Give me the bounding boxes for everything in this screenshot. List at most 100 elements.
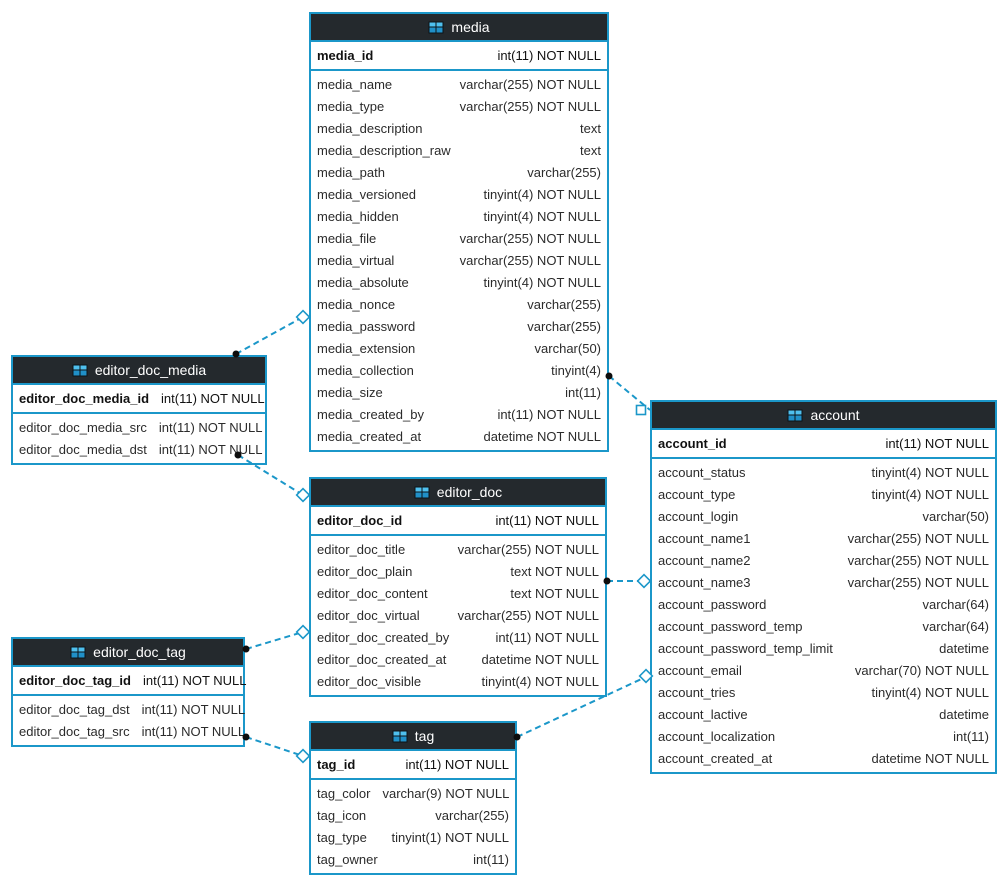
column-name: editor_doc_tag_dst (19, 701, 130, 717)
column-type: int(11) NOT NULL (161, 391, 265, 406)
column-type: text (580, 120, 601, 136)
column-name: editor_doc_content (317, 585, 428, 601)
table-name: editor_doc_tag (93, 644, 186, 660)
table-header[interactable]: tag (311, 723, 515, 751)
column-type: varchar(255) NOT NULL (457, 541, 599, 557)
table-editor-doc-media[interactable]: editor_doc_media editor_doc_media_id int(1… (11, 355, 267, 465)
pk-column-row[interactable]: editor_doc_media_id int(11) NOT NULL (13, 385, 265, 414)
column-name: editor_doc_media_id (19, 391, 150, 406)
table-header[interactable]: editor_doc (311, 479, 605, 507)
column-name: tag_owner (317, 851, 378, 867)
column-row[interactable]: editor_doc_tag_dst int(11) NOT NULL (13, 698, 246, 720)
column-name: account_name2 (658, 552, 751, 568)
column-row[interactable]: editor_doc_created_at datetime NOT NULL (311, 648, 605, 670)
column-name: editor_doc_created_at (317, 651, 447, 667)
column-type: int(11) NOT NULL (405, 757, 509, 772)
table-header[interactable]: account (652, 402, 995, 430)
column-type: varchar(255) NOT NULL (459, 252, 601, 268)
column-row[interactable]: tag_icon varchar(255) (311, 804, 515, 826)
column-row[interactable]: editor_doc_created_by int(11) NOT NULL (311, 626, 605, 648)
column-type: varchar(255) NOT NULL (457, 607, 599, 623)
column-row[interactable]: editor_doc_virtual varchar(255) NOT NULL (311, 604, 605, 626)
column-name: account_email (658, 662, 742, 678)
column-name: editor_doc_media_src (19, 419, 147, 435)
column-name: media_nonce (317, 296, 396, 312)
column-name: media_extension (317, 340, 416, 356)
column-type: int(11) NOT NULL (141, 701, 246, 717)
column-type: varchar(255) (435, 807, 509, 823)
column-type: int(11) NOT NULL (495, 629, 599, 645)
column-name: media_absolute (317, 274, 409, 290)
table-name: media (451, 19, 490, 35)
column-row[interactable]: editor_doc_visible tinyint(4) NOT NULL (311, 670, 605, 692)
column-type: int(11) NOT NULL (142, 673, 247, 688)
column-name: editor_doc_visible (317, 673, 422, 689)
column-row[interactable]: account_email varchar(70) NOT NULL (652, 659, 995, 681)
diamond-endpoint-icon (295, 748, 311, 764)
square-endpoint-icon (635, 404, 647, 416)
column-type: varchar(70) NOT NULL (854, 662, 989, 678)
table-header[interactable]: media (311, 14, 607, 42)
column-name: editor_doc_virtual (317, 607, 420, 623)
column-type: datetime (939, 706, 989, 722)
table-header[interactable]: editor_doc_tag (13, 639, 243, 667)
column-name: media_hidden (317, 208, 399, 224)
diamond-endpoint-icon (295, 309, 311, 325)
column-name: tag_icon (317, 807, 367, 823)
column-type: tinyint(4) NOT NULL (481, 673, 599, 689)
table-header[interactable]: editor_doc_media (13, 357, 265, 385)
column-name: editor_doc_created_by (317, 629, 450, 645)
column-type: datetime NOT NULL (481, 651, 599, 667)
